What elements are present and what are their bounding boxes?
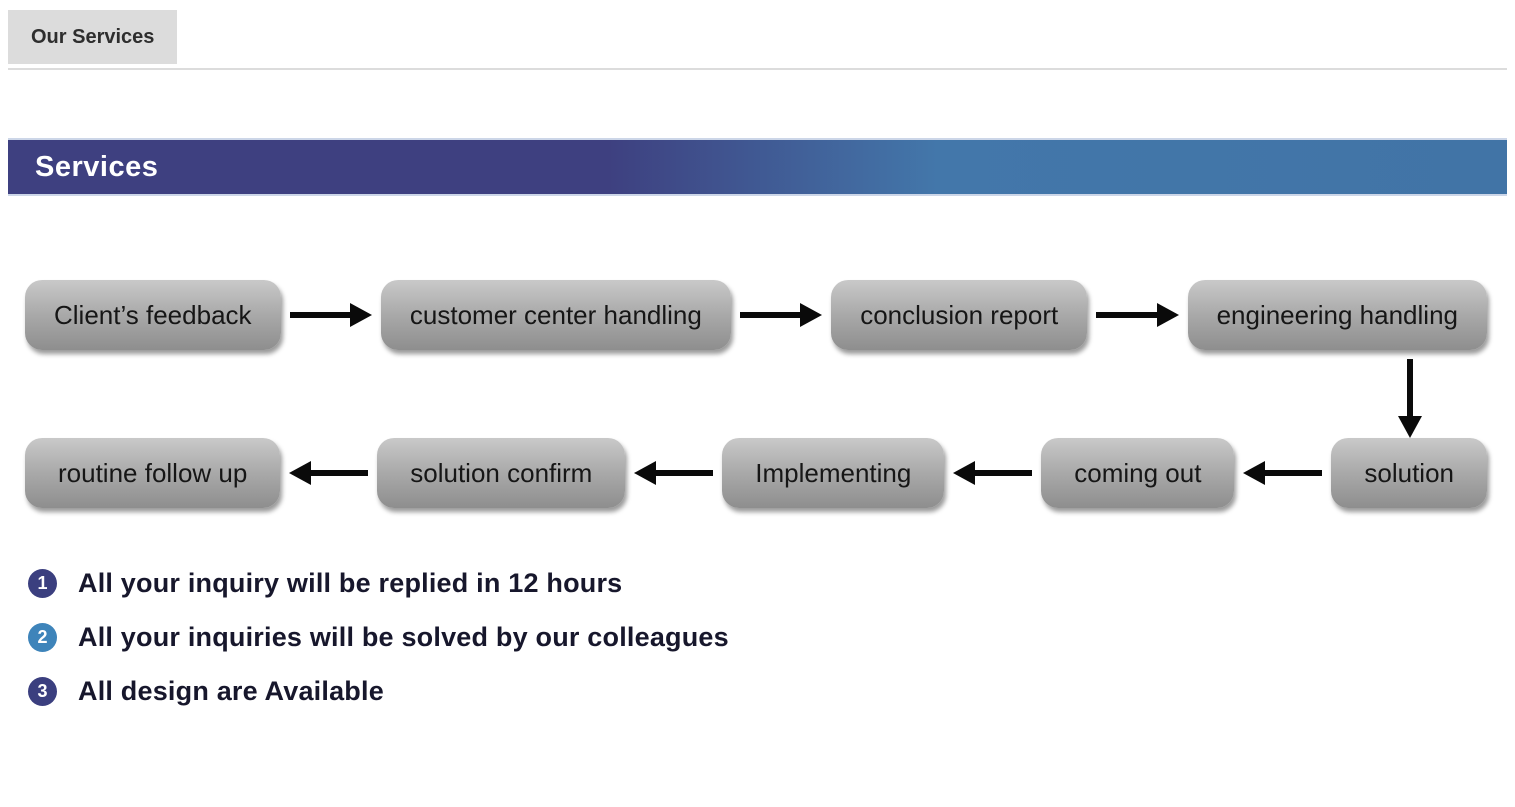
arrow-left-icon [1243, 461, 1323, 485]
notes-list: 1 All your inquiry will be replied in 12… [28, 568, 1515, 707]
services-banner: Services [8, 138, 1507, 196]
flow-node-customer-center-handling: customer center handling [380, 280, 731, 350]
flow-node-coming-out: coming out [1041, 438, 1235, 508]
note-item: 3 All design are Available [28, 676, 1515, 707]
number-badge-1: 1 [28, 569, 57, 598]
arrow-right-icon [1096, 303, 1179, 327]
arrow-left-icon [634, 461, 714, 485]
banner-title: Services [35, 150, 159, 183]
note-item: 2 All your inquiries will be solved by o… [28, 622, 1515, 653]
services-flowchart: Client’s feedback customer center handli… [25, 280, 1487, 508]
flow-node-engineering-handling: engineering handling [1187, 280, 1487, 350]
number-badge-2: 2 [28, 623, 57, 652]
number-badge-3: 3 [28, 677, 57, 706]
tab-our-services[interactable]: Our Services [8, 10, 178, 64]
arrow-right-icon [739, 303, 823, 327]
arrow-down-icon [1397, 359, 1423, 438]
note-text: All your inquiries will be solved by our… [78, 622, 729, 652]
flow-node-solution-confirm: solution confirm [377, 438, 626, 508]
note-item: 1 All your inquiry will be replied in 12… [28, 568, 1515, 599]
arrow-left-icon [953, 461, 1033, 485]
flow-row-top: Client’s feedback customer center handli… [25, 280, 1487, 350]
note-text: All your inquiry will be replied in 12 h… [78, 568, 623, 598]
flow-node-solution: solution [1331, 438, 1487, 508]
arrow-left-icon [289, 461, 369, 485]
header-divider [8, 68, 1507, 70]
flow-row-bottom: routine follow up solution confirm Imple… [25, 438, 1487, 508]
flow-node-conclusion-report: conclusion report [831, 280, 1088, 350]
arrow-right-icon [289, 303, 372, 327]
note-text: All design are Available [78, 676, 384, 706]
flow-node-clients-feedback: Client’s feedback [25, 280, 281, 350]
flow-node-routine-follow-up: routine follow up [25, 438, 281, 508]
flow-node-implementing: Implementing [722, 438, 945, 508]
